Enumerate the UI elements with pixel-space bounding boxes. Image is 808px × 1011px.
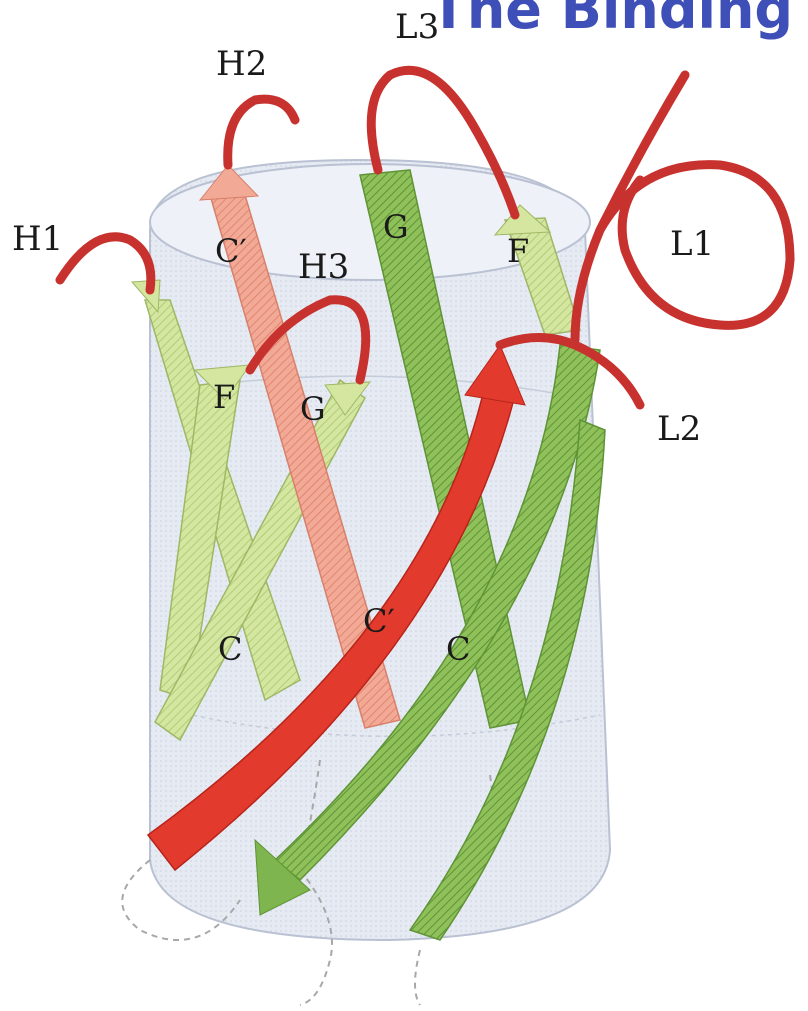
loop-l1 xyxy=(575,75,790,340)
label-light-c: C xyxy=(446,630,470,668)
label-light-f: F xyxy=(507,232,529,270)
label-h1: H1 xyxy=(12,219,63,259)
label-h3: H3 xyxy=(298,247,349,287)
label-heavy-c: C xyxy=(218,630,242,668)
label-l2: L2 xyxy=(657,409,701,449)
label-l1: L1 xyxy=(670,224,714,264)
label-light-c-prime: C′ xyxy=(363,602,395,640)
loop-h2 xyxy=(228,99,295,165)
label-h2: H2 xyxy=(216,44,267,84)
label-heavy-c-prime: C′ xyxy=(215,232,247,270)
label-heavy-f: F xyxy=(213,378,235,416)
label-l3: L3 xyxy=(395,7,439,47)
label-heavy-g: G xyxy=(300,390,326,428)
label-light-g: G xyxy=(383,208,409,246)
